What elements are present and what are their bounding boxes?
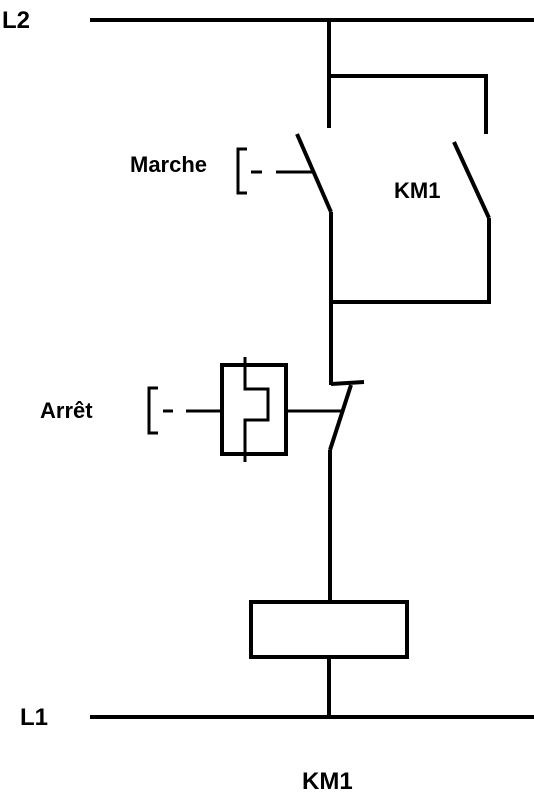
start-contact-label: Marche xyxy=(130,152,207,177)
stop-contact-blade xyxy=(328,384,353,451)
rail-l2-label: L2 xyxy=(2,7,30,34)
stop-pushbutton-head xyxy=(147,386,158,435)
hold-contact-blade xyxy=(452,141,491,219)
stop-contact-label: Arrêt xyxy=(40,398,93,423)
start-pushbutton-head xyxy=(236,147,247,195)
stop-actuator-box xyxy=(220,363,288,456)
stop-actuator-symbol xyxy=(243,372,270,462)
rail-l1-label: L1 xyxy=(20,704,48,731)
hold-contact-label: KM1 xyxy=(394,178,440,203)
coil-km1 xyxy=(249,600,409,659)
stop-contact-bar xyxy=(330,380,365,386)
coil-label: KM1 xyxy=(302,768,353,795)
wire-hold-branch-top xyxy=(329,74,488,134)
start-contact-blade xyxy=(295,133,333,213)
